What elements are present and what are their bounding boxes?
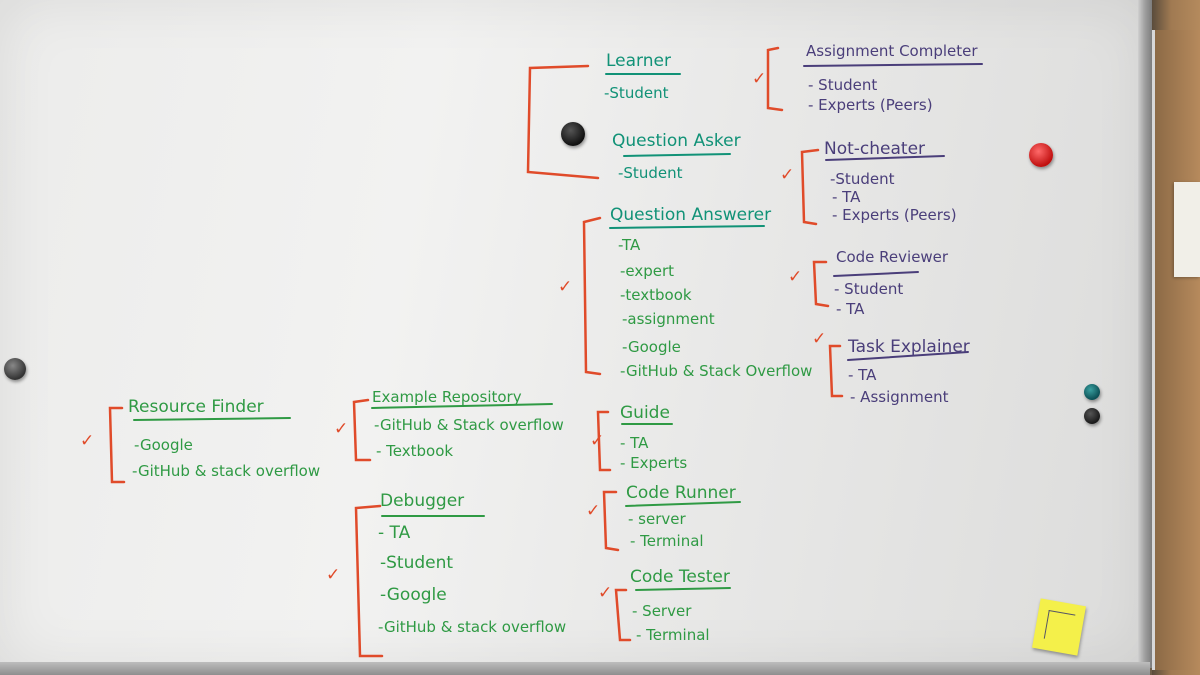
cluster-item: -GitHub & Stack Overflow [620, 362, 812, 380]
cluster-item: -expert [620, 262, 674, 280]
black-magnet [561, 122, 585, 146]
cluster-title: Learner [606, 51, 671, 71]
check-mark: ✓ [590, 431, 604, 451]
question-answerer-items: -TA -expert -textbook -assignment -Googl… [618, 236, 812, 380]
cluster-item: -TA [618, 236, 641, 254]
cluster-item: -assignment [622, 310, 715, 328]
marker-writing: ✓ ✓ ✓ ✓ ✓ ✓ ✓ ✓ ✓ ✓ ✓ Learner -Student Q… [80, 42, 983, 658]
cluster-item: -GitHub & stack overflow [132, 462, 320, 480]
cluster-title: Resource Finder [128, 397, 264, 417]
cluster-item: -Google [380, 585, 447, 605]
cluster-assignment-completer: Assignment Completer - Student - Experts… [806, 42, 978, 114]
cluster-item: -Student [830, 170, 895, 188]
check-mark: ✓ [80, 431, 94, 451]
cluster-title: Question Asker [612, 131, 741, 151]
cluster-item: - Experts (Peers) [832, 206, 957, 224]
cluster-title: Question Answerer [610, 205, 771, 225]
title-underlines [133, 63, 983, 591]
cluster-item: - TA [620, 434, 649, 452]
cluster-item: - TA [378, 523, 411, 543]
teal-magnet [1084, 384, 1100, 400]
cluster-item: - Student [808, 76, 877, 94]
cluster-not-cheater: Not-cheater -Student - TA - Experts (Pee… [824, 139, 957, 224]
cluster-learner: Learner -Student [604, 51, 671, 102]
cluster-task-explainer: Task Explainer - TA - Assignment [847, 337, 970, 406]
cluster-item: - Terminal [636, 626, 710, 644]
cluster-example-repository: Example Repository -GitHub & Stack overf… [372, 388, 564, 460]
cluster-title: Not-cheater [824, 139, 925, 159]
cluster-debugger: Debugger - TA -Student -Google -GitHub &… [378, 491, 566, 636]
gray-magnet [4, 358, 26, 380]
cluster-item: - server [628, 510, 686, 528]
cluster-item: - TA [836, 300, 865, 318]
cluster-title: Guide [620, 403, 670, 423]
cluster-guide: Guide - TA - Experts [620, 403, 687, 472]
cluster-title: Code Tester [630, 567, 730, 587]
cluster-item: - Textbook [376, 442, 453, 460]
cluster-item: -Student [618, 164, 683, 182]
cluster-item: -textbook [620, 286, 692, 304]
cluster-question-answerer: Question Answerer [610, 205, 771, 225]
door [1152, 30, 1200, 670]
cluster-code-reviewer: Code Reviewer - Student - TA [834, 248, 949, 318]
check-mark: ✓ [586, 501, 600, 521]
cluster-item: - TA [832, 188, 861, 206]
cluster-code-tester: Code Tester - Server - Terminal [630, 567, 730, 644]
check-mark: ✓ [334, 419, 348, 439]
check-mark: ✓ [780, 165, 794, 185]
cluster-question-asker: Question Asker -Student [612, 131, 741, 182]
cluster-item: -GitHub & Stack overflow [374, 416, 564, 434]
cluster-item: -Student [604, 84, 669, 102]
cluster-title: Example Repository [372, 388, 522, 406]
red-brackets [108, 46, 844, 658]
dark-magnet [1084, 408, 1100, 424]
whiteboard-tray [0, 662, 1150, 675]
cluster-title: Code Reviewer [836, 248, 949, 266]
cluster-title: Task Explainer [847, 337, 970, 357]
cluster-item: - TA [848, 366, 877, 384]
cluster-item: -Student [380, 553, 453, 573]
check-marks: ✓ ✓ ✓ ✓ ✓ ✓ ✓ ✓ ✓ ✓ ✓ [80, 69, 826, 603]
whiteboard-frame-right [1138, 0, 1152, 668]
check-mark: ✓ [788, 267, 802, 287]
cluster-code-runner: Code Runner - server - Terminal [626, 483, 736, 550]
cluster-title: Debugger [380, 491, 464, 511]
check-mark: ✓ [558, 277, 572, 297]
cluster-item: -GitHub & stack overflow [378, 618, 566, 636]
cluster-resource-finder: Resource Finder -Google -GitHub & stack … [128, 397, 320, 480]
cluster-item: - Terminal [630, 532, 704, 550]
cluster-item: -Google [622, 338, 681, 356]
cluster-item: -Google [134, 436, 193, 454]
cluster-title: Assignment Completer [806, 42, 978, 60]
red-magnet [1029, 143, 1053, 167]
check-mark: ✓ [752, 69, 766, 89]
cluster-item: - Server [632, 602, 692, 620]
cluster-item: - Assignment [850, 388, 949, 406]
cluster-item: - Experts [620, 454, 687, 472]
posted-paper [1174, 182, 1200, 277]
cluster-item: - Student [834, 280, 903, 298]
check-mark: ✓ [326, 565, 340, 585]
whiteboard [0, 0, 1150, 668]
cluster-title: Code Runner [626, 483, 736, 503]
cluster-item: - Experts (Peers) [808, 96, 933, 114]
check-mark: ✓ [598, 583, 612, 603]
check-mark: ✓ [812, 329, 826, 349]
